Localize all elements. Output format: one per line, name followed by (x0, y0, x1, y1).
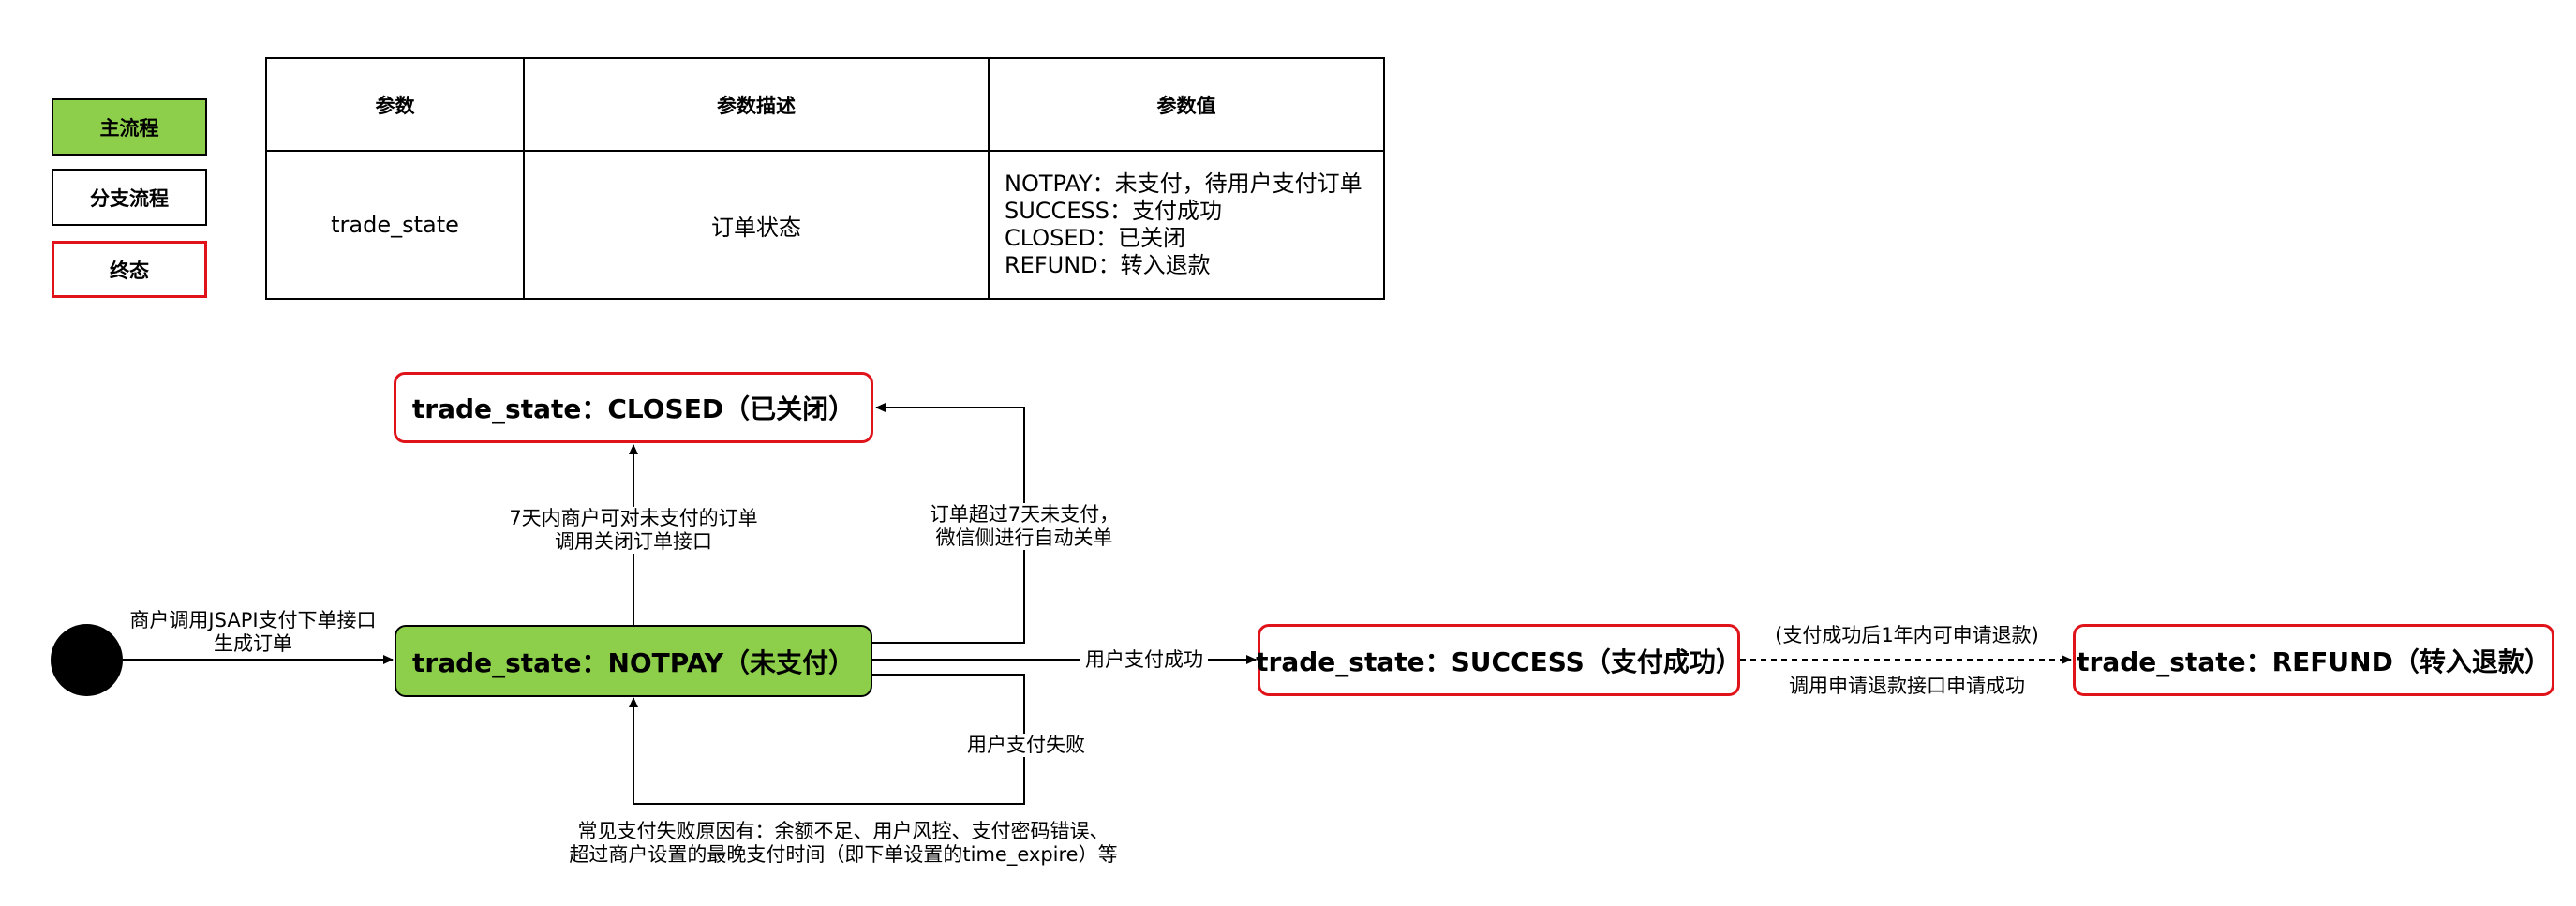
label-line: 超过商户设置的最晚支付时间（即下单设置的time_expire）等 (569, 843, 1118, 866)
legend-main-flow-label: 主流程 (99, 116, 159, 140)
label-line: 用户支付失败 (967, 734, 1085, 756)
label-start-to-notpay: 商户调用JSAPI支付下单接口 生成订单 (122, 609, 384, 656)
label-line: 订单超过7天未支付， (929, 503, 1120, 526)
legend-final-state: 终态 (52, 241, 207, 298)
table-header-cell: 参数 (265, 57, 525, 152)
label-line: 调用关闭订单接口 (555, 530, 712, 553)
label-line: 微信侧进行自动关单 (935, 527, 1113, 549)
value-notpay: NOTPAY：未支付，待用户支付订单 (1005, 171, 1362, 197)
label-success-to-refund-top: (支付成功后1年内可申请退款) (1762, 624, 2052, 647)
label-success-to-refund-bottom: 调用申请退款接口申请成功 (1762, 675, 2052, 698)
label-notpay-to-closed-auto: 订单超过7天未支付， 微信侧进行自动关单 (916, 503, 1132, 550)
label-line: 调用申请退款接口申请成功 (1789, 675, 2025, 697)
legend-branch-flow-label: 分支流程 (90, 186, 169, 210)
table-row: trade_state 订单状态 NOTPAY：未支付，待用户支付订单 SUCC… (265, 150, 1385, 300)
state-closed-label: trade_state：CLOSED（已关闭） (411, 394, 856, 424)
state-refund-label: trade_state：REFUND（转入退款） (2077, 646, 2551, 677)
table-header-cell: 参数描述 (523, 57, 990, 152)
label-fail-reasons: 常见支付失败原因有：余额不足、用户风控、支付密码错误、 超过商户设置的最晚支付时… (543, 820, 1143, 867)
state-notpay-label: trade_state：NOTPAY（未支付） (412, 646, 855, 678)
table-cell-description: 订单状态 (523, 150, 990, 300)
parameter-table: 参数 参数描述 参数值 trade_state 订单状态 NOTPAY：未支付，… (265, 57, 1385, 300)
label-line: 生成订单 (214, 632, 292, 655)
legend-main-flow: 主流程 (52, 98, 207, 156)
table-header-row: 参数 参数描述 参数值 (265, 57, 1385, 152)
legend-final-state-label: 终态 (110, 259, 149, 282)
value-refund: REFUND：转入退款 (1005, 252, 1211, 278)
table-cell-param: trade_state (265, 150, 525, 300)
label-line: 用户支付成功 (1085, 648, 1203, 671)
label-notpay-to-success: 用户支付成功 (1080, 648, 1208, 672)
state-notpay-node: trade_state：NOTPAY（未支付） (395, 625, 872, 697)
state-success-label: trade_state：SUCCESS（支付成功） (1256, 646, 1742, 677)
value-closed: CLOSED：已关闭 (1005, 225, 1186, 251)
label-line: (支付成功后1年内可申请退款) (1775, 624, 2039, 646)
label-line: 常见支付失败原因有：余额不足、用户风控、支付密码错误、 (577, 820, 1109, 842)
state-closed-node: trade_state：CLOSED（已关闭） (394, 372, 873, 443)
label-notpay-to-closed-manual: 7天内商户可对未支付的订单 调用关闭订单接口 (502, 507, 765, 554)
table-header-cell: 参数值 (988, 57, 1385, 152)
edge-notpay-fail-loop (629, 674, 1025, 805)
label-line: 商户调用JSAPI支付下单接口 (129, 609, 377, 631)
state-success-node: trade_state：SUCCESS（支付成功） (1256, 624, 1742, 696)
legend-branch-flow: 分支流程 (52, 169, 207, 226)
start-node (51, 624, 123, 696)
label-notpay-fail-loop: 用户支付失败 (965, 734, 1085, 757)
state-refund-node: trade_state：REFUND（转入退款） (2073, 624, 2554, 696)
table-cell-values: NOTPAY：未支付，待用户支付订单 SUCCESS：支付成功 CLOSED：已… (988, 150, 1385, 300)
label-line: 7天内商户可对未支付的订单 (509, 507, 758, 529)
value-success: SUCCESS：支付成功 (1005, 198, 1222, 224)
